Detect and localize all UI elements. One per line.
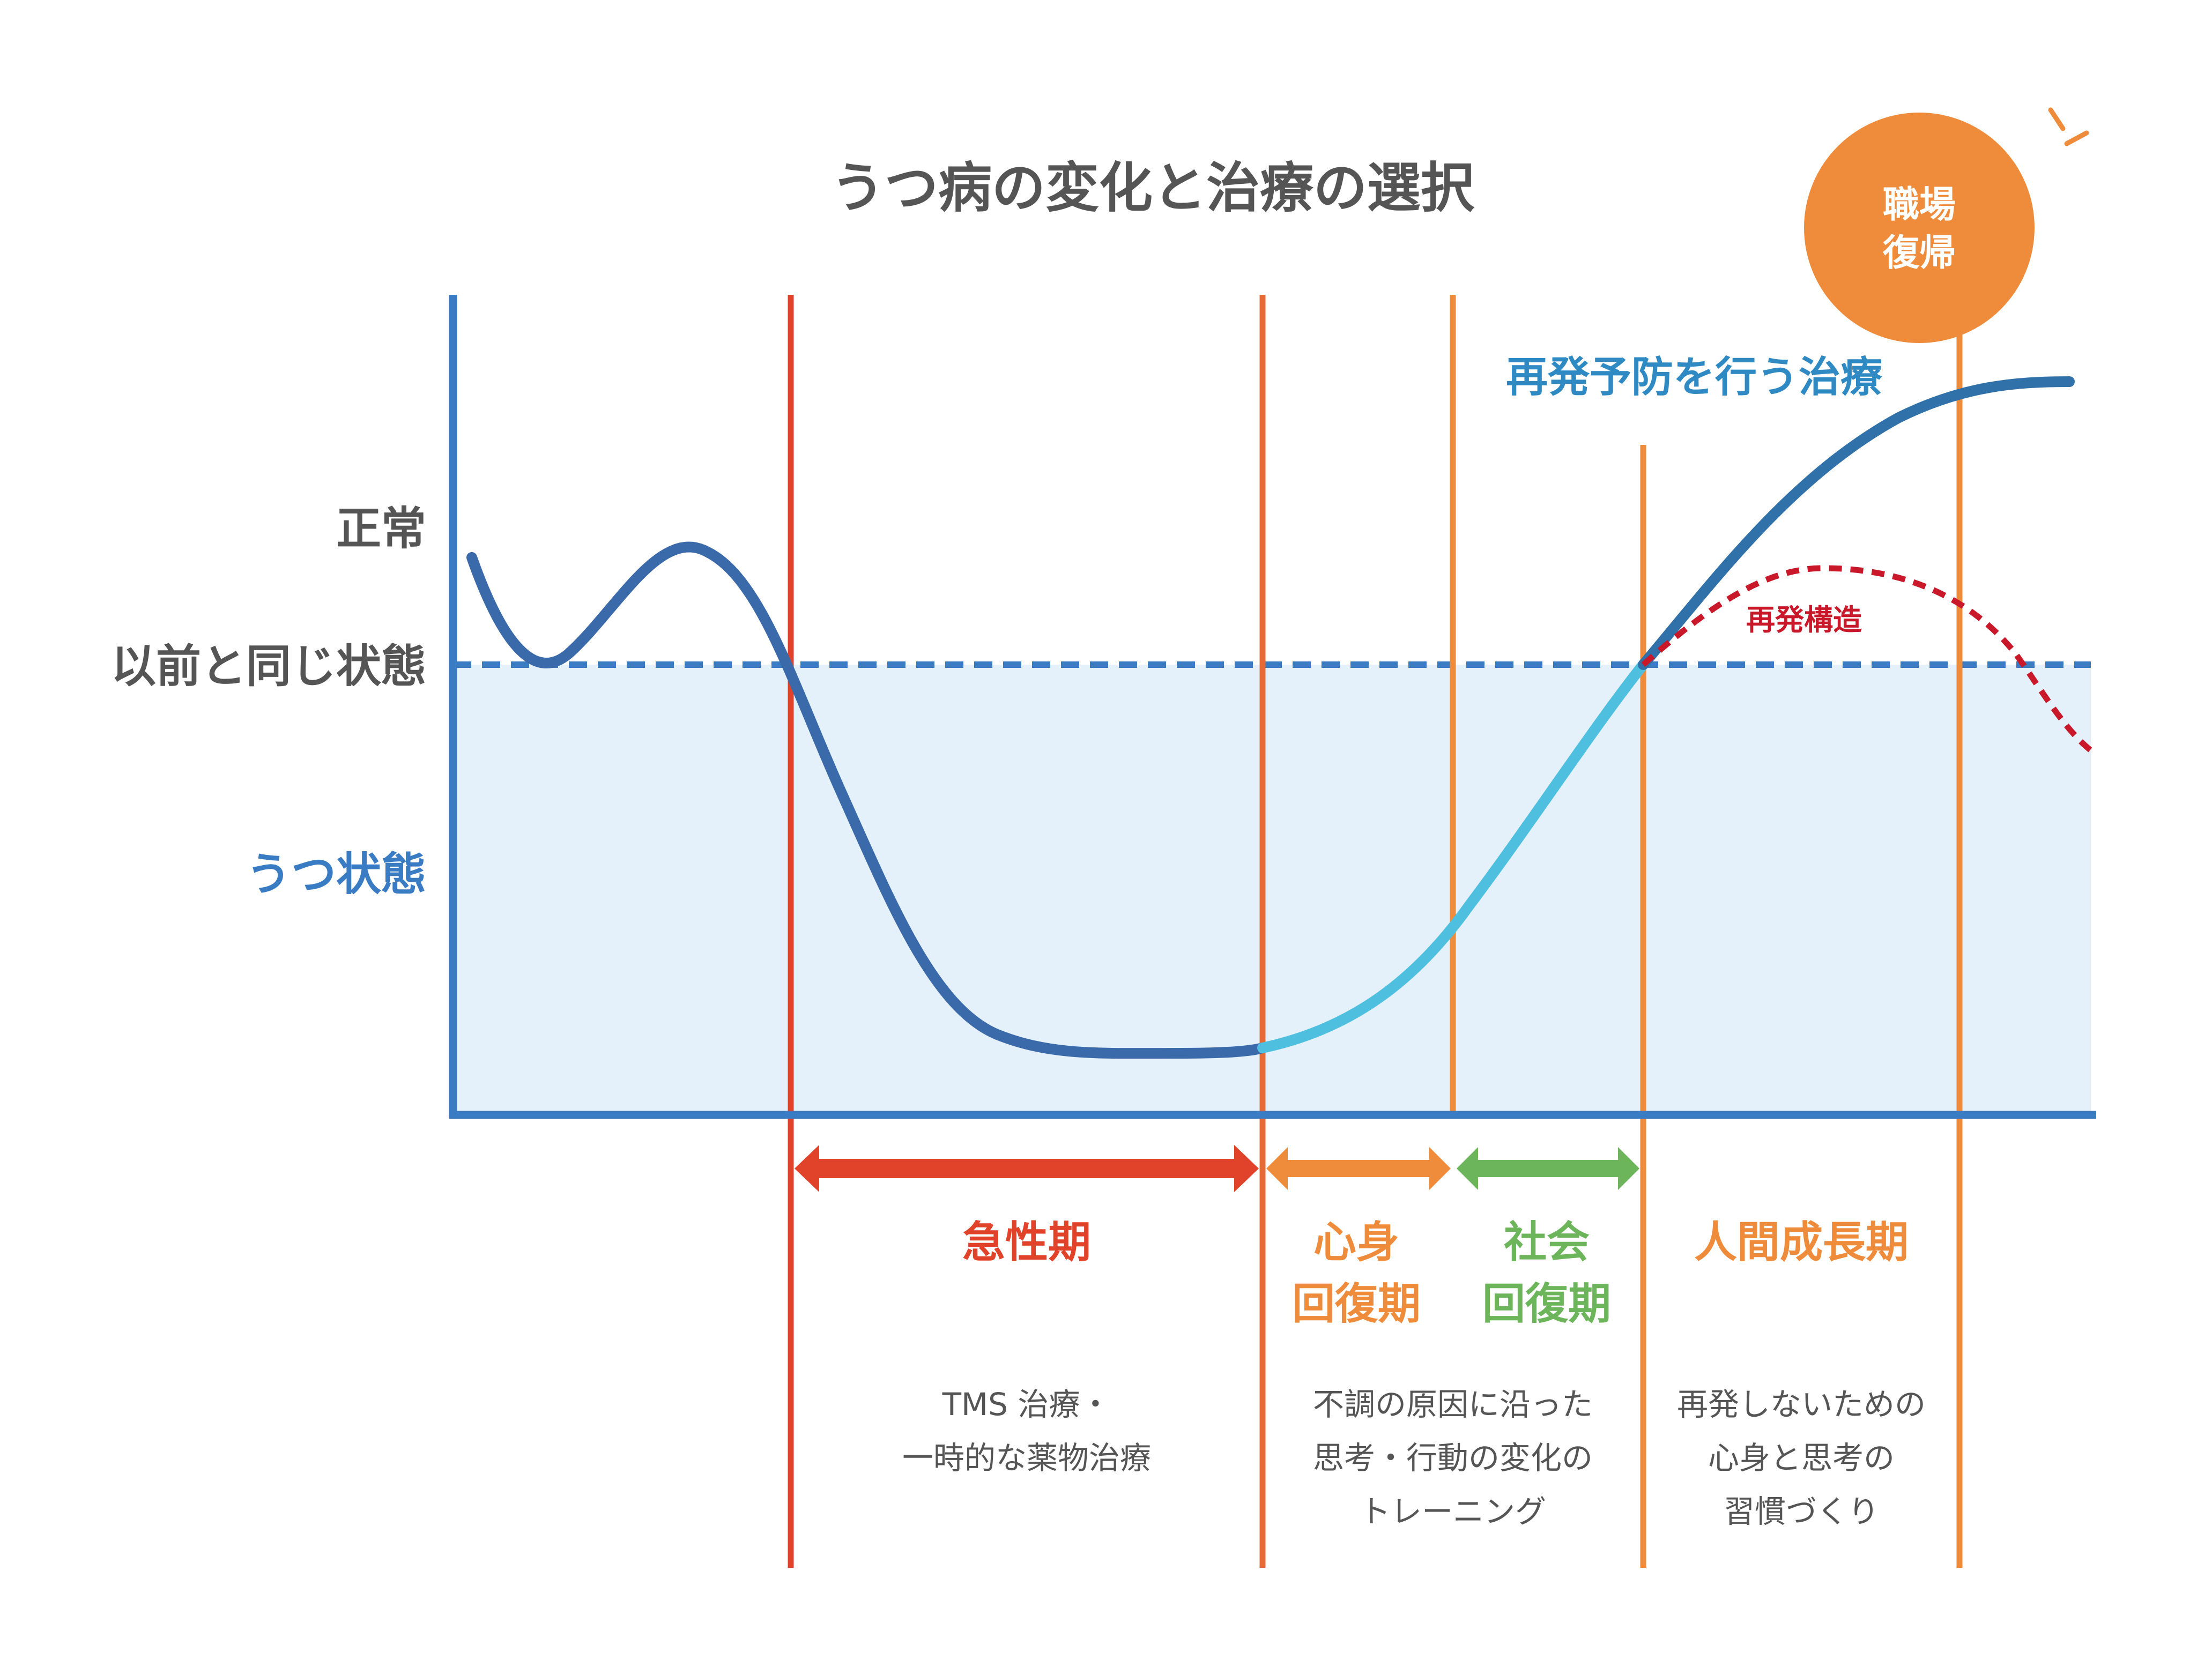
mood-curve-decline bbox=[466, 541, 1268, 1059]
phase-desc-growth-1: 再発しないための bbox=[1677, 1386, 1926, 1423]
badge-spark-2 bbox=[2064, 130, 2089, 146]
phase-title-mind-body-2: 回復期 bbox=[1292, 1279, 1421, 1329]
phase-desc-acute-1: TMS 治療・ bbox=[942, 1386, 1111, 1423]
label-depressed: うつ状態 bbox=[246, 848, 426, 901]
phase-title-acute: 急性期 bbox=[962, 1217, 1091, 1267]
arrow-social bbox=[1457, 1147, 1639, 1190]
phase-desc-mind-body-3: トレーニング bbox=[1360, 1493, 1546, 1530]
mood-curve-prevention bbox=[1638, 376, 2075, 670]
phase-title-social-1: 社会 bbox=[1504, 1217, 1590, 1267]
phase-desc-growth-3: 習慣づくり bbox=[1724, 1493, 1879, 1530]
phase-desc-mind-body-1: 不調の原因に沿った bbox=[1313, 1386, 1593, 1423]
return-to-work-badge bbox=[1804, 113, 2035, 343]
phase-title-mind-body-1: 心身 bbox=[1313, 1217, 1399, 1267]
phase-title-social-2: 回復期 bbox=[1482, 1279, 1611, 1329]
badge-line-1: 職場 bbox=[1883, 184, 1956, 226]
label-normal: 正常 bbox=[336, 502, 426, 555]
relapse-curve bbox=[1641, 565, 2093, 753]
depressed-zone bbox=[453, 665, 2091, 1115]
label-prevention-treatment: 再発予防を行う治療 bbox=[1506, 353, 1882, 401]
arrow-acute bbox=[795, 1145, 1259, 1192]
mood-curve-recovery bbox=[1257, 659, 1649, 1053]
label-baseline: 以前と同じ状態 bbox=[111, 640, 426, 693]
diagram-title: うつ病の変化と治療の選択 bbox=[831, 157, 1475, 219]
phase-title-growth: 人間成長期 bbox=[1694, 1217, 1909, 1267]
badge-spark-1 bbox=[2048, 107, 2066, 131]
phase-desc-mind-body-2: 思考・行動の変化の bbox=[1313, 1440, 1593, 1476]
phase-desc-growth-2: 心身と思考の bbox=[1708, 1440, 1895, 1476]
phase-desc-acute-2: 一時的な薬物治療 bbox=[902, 1440, 1151, 1476]
badge-line-2: 復帰 bbox=[1882, 232, 1956, 274]
arrow-mind-body bbox=[1266, 1147, 1451, 1190]
label-relapse-structure: 再発構造 bbox=[1746, 603, 1862, 637]
